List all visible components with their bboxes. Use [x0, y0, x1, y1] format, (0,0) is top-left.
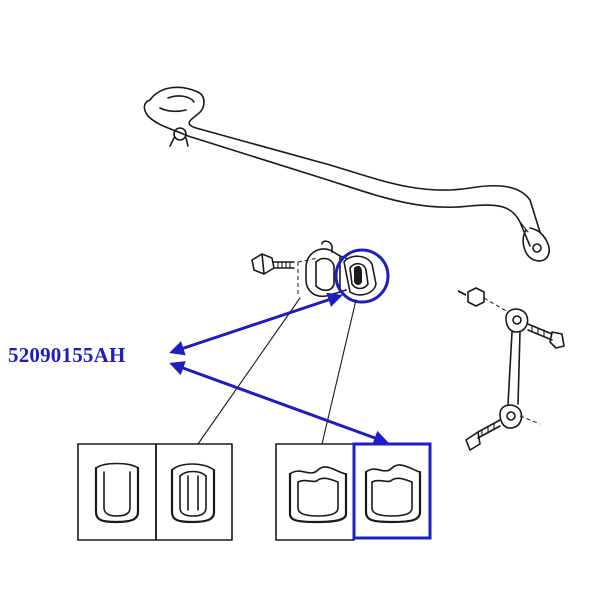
leader-line-1 — [197, 297, 301, 445]
callout-arrows — [169, 292, 389, 445]
arrow-to-bushing — [169, 292, 343, 356]
bushing-detail-group-right — [275, 443, 355, 541]
bushing-detail-2 — [170, 463, 216, 524]
bushing-detail-4-highlight-box — [352, 442, 432, 540]
bushing — [334, 248, 390, 304]
stabilizer-bar — [143, 86, 550, 262]
part-number-label: 52090155AH — [8, 343, 126, 367]
leader-line-2 — [321, 299, 357, 445]
arrow-to-detail — [169, 361, 389, 445]
bushing-detail-1 — [94, 462, 140, 524]
stabilizer-link — [458, 287, 565, 451]
bushing-detail-group-left — [77, 443, 233, 541]
bushing-detail-3 — [288, 466, 348, 524]
bushing-clamp-bolt — [251, 253, 295, 275]
bushing-highlight-circle — [334, 248, 390, 304]
bushing-detail-4 — [352, 442, 432, 540]
